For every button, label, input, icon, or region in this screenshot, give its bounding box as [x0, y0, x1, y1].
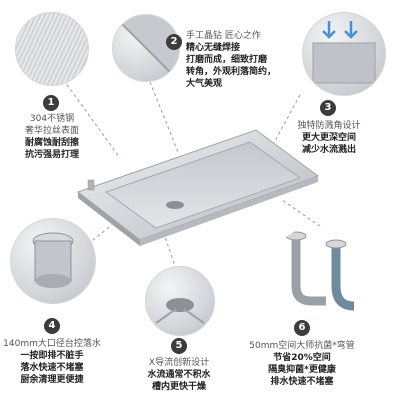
feature-2-bold-3: 转角，外观利落简约， — [186, 67, 277, 77]
anti-splash-image — [302, 12, 386, 96]
feature-badge-5: 5 — [171, 338, 187, 354]
drain-basket-image — [10, 218, 96, 304]
feature-1-line-1: 304不锈钢 — [29, 114, 75, 124]
feature-2-bold-2: 打磨而成，细致打磨 — [186, 55, 268, 65]
feature-6-line-1: 50mm空间大师抗菌*弯管 — [249, 341, 355, 351]
feature-text-6: 50mm空间大师抗菌*弯管 节省20%空间 隔臭抑菌*更健康 排水快速不堵塞 — [240, 340, 364, 388]
feature-3-bold-1: 更大更深空间 — [301, 133, 356, 143]
feature-text-2: 手工晶钻 匠心之作 精心无缝焊接 打磨而成，细致打磨 转角，外观利落简约， 大气… — [186, 30, 276, 90]
feature-5-bold-2: 槽内更快干燥 — [151, 382, 206, 392]
feature-4-bold-2: 落水快速不堵塞 — [20, 363, 84, 373]
feature-badge-4: 4 — [44, 318, 60, 334]
feature-5-line-1: X导流创新设计 — [148, 358, 210, 368]
feature-1-bold-1: 耐腐蚀耐刮擦 — [24, 138, 79, 148]
feature-6-bold-2: 隔臭抑菌*更健康 — [268, 365, 336, 375]
welded-corner-image — [112, 14, 180, 82]
feature-4-bold-1: 一按即排不脏手 — [20, 351, 84, 361]
feature-badge-1: 1 — [43, 95, 59, 111]
feature-4-bold-3: 厨余清理更便捷 — [20, 375, 84, 385]
feature-4-line-1: 140mm大口径台控落水 — [3, 339, 101, 349]
feature-5-bold-1: 水流通常不积水 — [147, 370, 211, 380]
feature-2-bold-4: 大气美观 — [186, 79, 223, 89]
feature-2-line-1: 手工晶钻 匠心之作 — [186, 31, 261, 41]
feature-badge-3: 3 — [320, 100, 336, 116]
feature-text-4: 140mm大口径台控落水 一按即排不脏手 落水快速不堵塞 厨余清理更便捷 — [2, 338, 102, 386]
feature-6-bold-1: 节省20%空间 — [273, 353, 331, 363]
feature-3-line-1: 独特防溅角设计 — [297, 121, 361, 131]
feature-badge-6: 6 — [294, 320, 310, 336]
feature-6-bold-3: 排水快速不堵塞 — [270, 377, 334, 387]
feature-1-bold-2: 抗污强易打理 — [24, 150, 79, 160]
feature-text-1: 304不锈钢 奢华拉丝表面 耐腐蚀耐刮擦 抗污强易打理 — [0, 113, 104, 161]
feature-2-bold-1: 精心无缝焊接 — [186, 43, 241, 53]
bent-pipe-image — [266, 226, 370, 330]
feature-text-5: X导流创新设计 水流通常不积水 槽内更快干燥 — [129, 357, 229, 393]
drain-flow-image — [145, 266, 215, 336]
brushed-surface-image — [15, 12, 89, 86]
feature-1-line-2: 奢华拉丝表面 — [24, 126, 79, 136]
feature-3-bold-2: 减少水流溅出 — [301, 145, 356, 155]
feature-badge-2: 2 — [166, 34, 182, 50]
feature-text-3: 独特防溅角设计 更大更深空间 减少水流溅出 — [280, 120, 378, 156]
